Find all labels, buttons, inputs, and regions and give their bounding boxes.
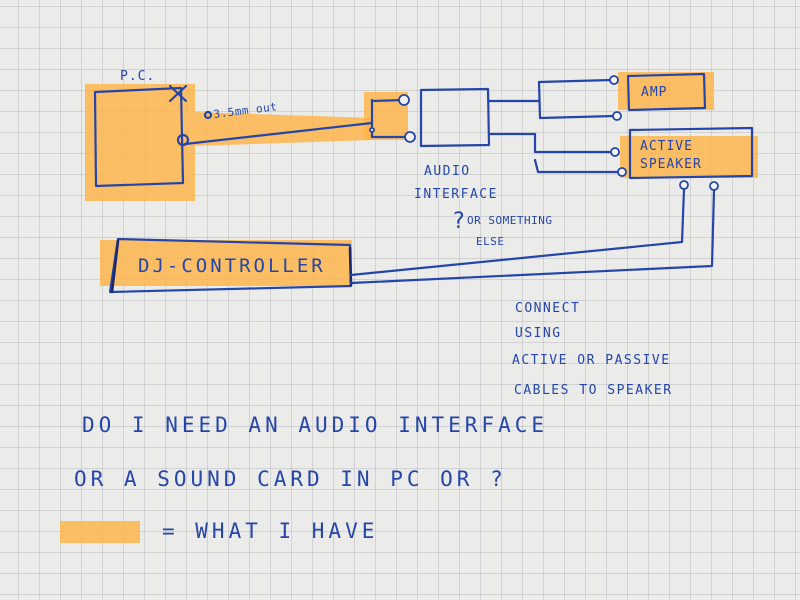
pc-to-splitter-cable: [183, 121, 374, 146]
amp-splitter-lines: [537, 78, 616, 120]
dj-to-speaker-cable-1: [349, 187, 686, 277]
connect-note-line2: USING: [515, 326, 562, 341]
speaker-splitter-lines: [533, 158, 620, 174]
alternative-label-line1: OR SOMETHING: [467, 214, 552, 227]
amp-label: AMP: [641, 85, 667, 100]
question-mark: ?: [452, 209, 465, 234]
speaker-output-jack-left-icon: [679, 180, 689, 190]
question-line2: OR A SOUND CARD IN PC OR ?: [74, 467, 507, 491]
dj-to-speaker-cable-2: [349, 188, 716, 285]
pc-audio-jack-icon: [176, 133, 190, 147]
pc-x-mark-icon: [168, 84, 188, 103]
connect-note-line4: CABLES TO SPEAKER: [514, 383, 673, 398]
active-speaker-label-line1: ACTIVE: [640, 139, 693, 154]
amp-highlight: [618, 72, 714, 110]
question-line1: DO I NEED AN AUDIO INTERFACE: [82, 413, 548, 437]
active-speaker-box: [628, 126, 754, 180]
pc-box: [93, 86, 185, 188]
active-speaker-label-line2: SPEAKER: [640, 157, 702, 172]
audio-interface-label-line2: INTERFACE: [414, 187, 498, 202]
interface-to-speaker-wire: [487, 132, 614, 154]
pc-label: P.C.: [120, 69, 155, 84]
amp-input-jack-bottom-icon: [612, 111, 622, 121]
active-speaker-highlight: [620, 136, 758, 178]
audio-interface-label-line1: AUDIO: [424, 164, 471, 179]
pc-output-point-icon: [203, 110, 213, 120]
connect-note-line1: CONNECT: [515, 301, 580, 316]
splitter-contact-icon: [369, 127, 375, 133]
dj-controller-label: DJ-CONTROLLER: [138, 255, 326, 277]
legend-swatch: [60, 521, 140, 543]
dj-controller-highlight: [100, 240, 352, 286]
audio-interface-box: [419, 87, 491, 148]
speaker-output-jack-right-icon: [709, 181, 719, 191]
amp-input-jack-top-icon: [609, 75, 619, 85]
splitter-jack-top-icon: [398, 94, 410, 106]
speaker-input-jack-bottom-icon: [617, 167, 627, 177]
pc-highlight: [85, 84, 195, 201]
alternative-label-line2: ELSE: [476, 235, 505, 248]
splitter-jack-bottom-icon: [404, 131, 416, 143]
speaker-input-jack-top-icon: [610, 147, 620, 157]
dj-controller-left-edge: [110, 239, 120, 294]
legend-text: = WHAT I HAVE: [162, 519, 378, 543]
dj-controller-right-edge: [348, 246, 353, 287]
amp-box: [626, 72, 707, 112]
connect-note-line3: ACTIVE OR PASSIVE: [512, 353, 671, 368]
